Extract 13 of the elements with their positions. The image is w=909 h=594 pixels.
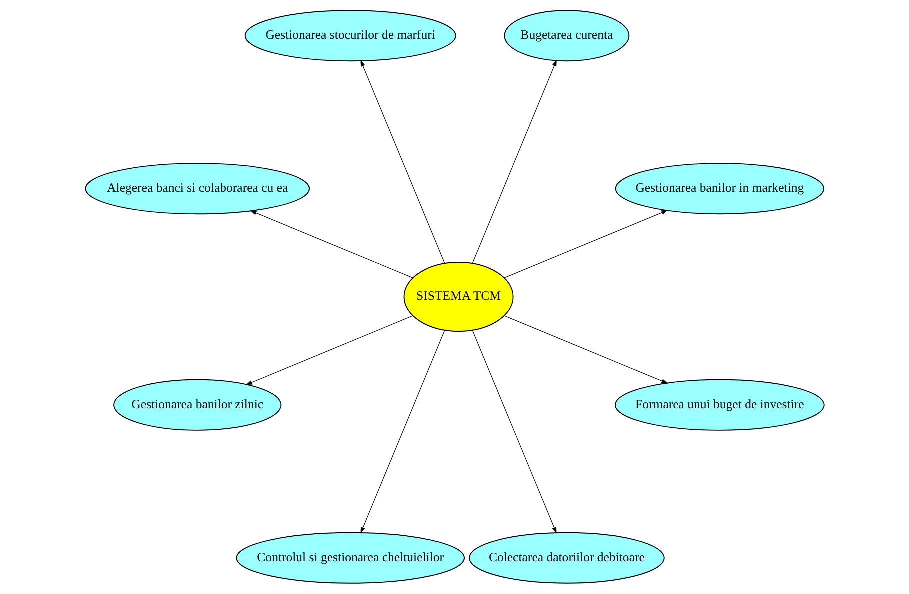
arrow <box>246 316 413 386</box>
arrow <box>360 60 445 264</box>
arrow <box>472 60 556 264</box>
arrow <box>360 330 445 534</box>
node-ellipse: SISTEMA TCM <box>403 262 514 332</box>
node-ellipse: Controlul si gestionarea cheltuielilor <box>236 532 464 584</box>
node-ellipse: Colectarea datoriilor debitoare <box>468 532 664 584</box>
arrow <box>250 210 413 278</box>
node-ellipse: Bugetarea curenta <box>504 10 630 62</box>
node-ellipse: Gestionarea stocurilor de marfuri <box>244 10 456 62</box>
arrow <box>504 316 668 384</box>
arrow <box>472 330 556 534</box>
arrow <box>504 210 668 278</box>
